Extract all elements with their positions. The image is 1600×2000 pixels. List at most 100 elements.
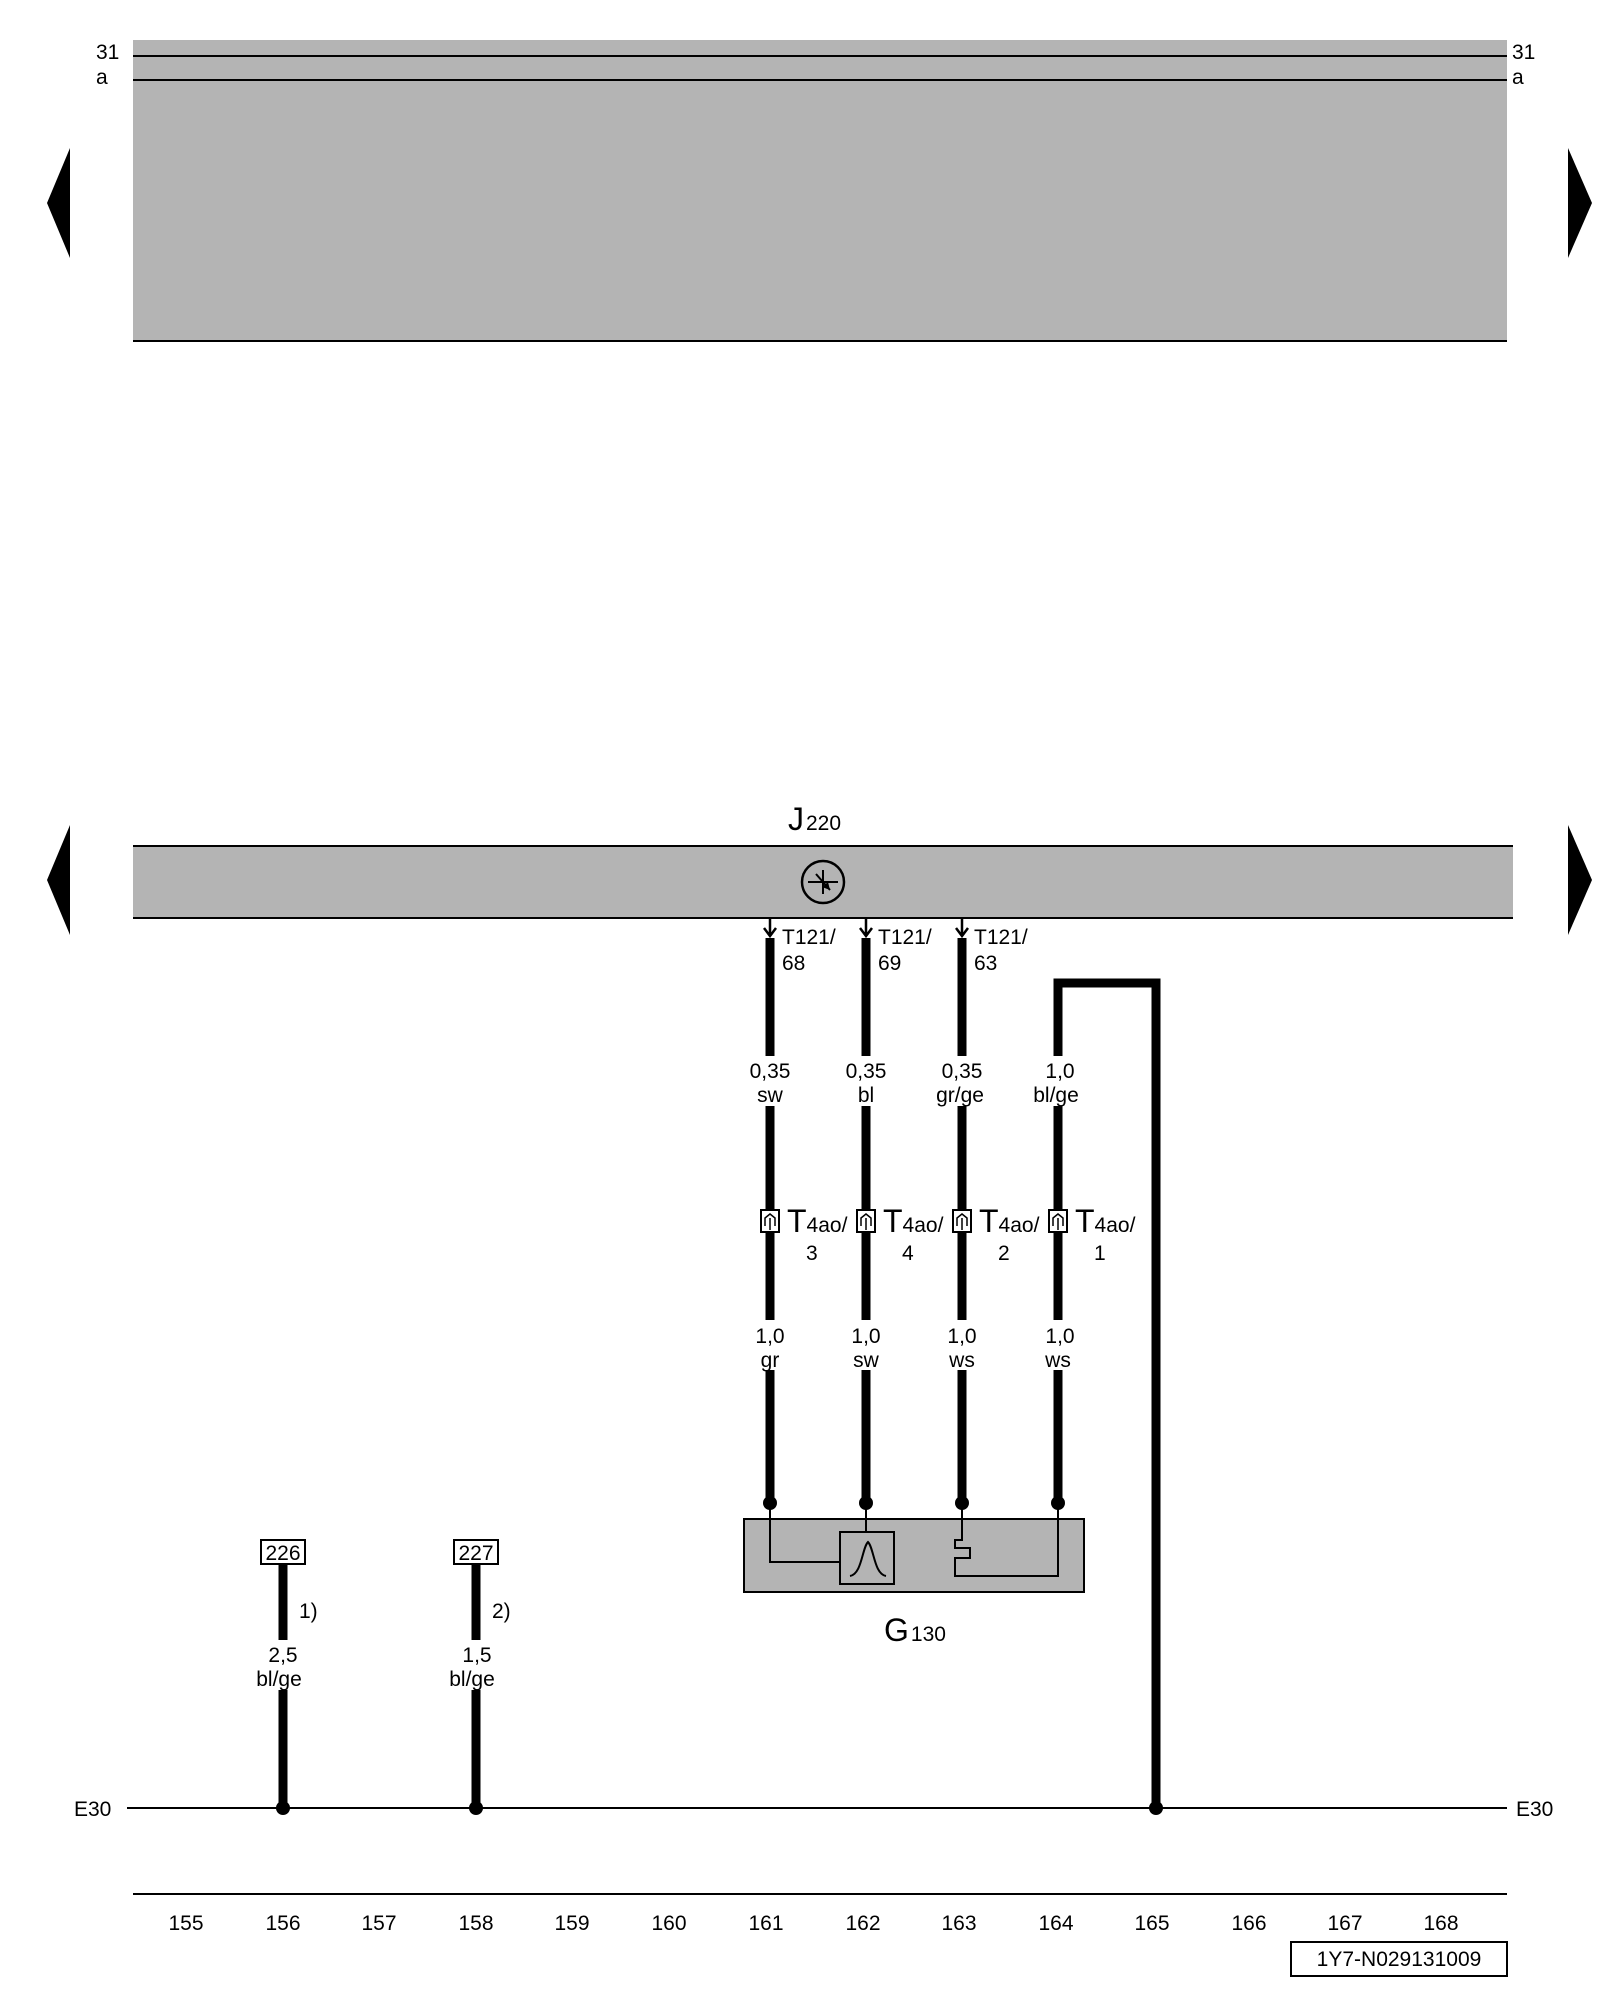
wire-color-lower: sw — [853, 1349, 880, 1372]
column-number: 166 — [1231, 1912, 1266, 1935]
column-number: 155 — [168, 1912, 203, 1935]
ref-box-227[interactable] — [453, 1539, 499, 1565]
wire-size: 1,5 — [462, 1644, 491, 1667]
connector-label: T4ao/ — [1075, 1203, 1136, 1239]
column-numbers: 155 156 157 158 159 160 161 162 163 164 … — [168, 1912, 1458, 1935]
wire-color: bl/ge — [449, 1668, 495, 1691]
wire-color-upper: bl — [858, 1084, 874, 1107]
sensor-curve-icon — [839, 1531, 895, 1585]
pin-arrow-icon — [763, 918, 777, 939]
next-page-arrow-icon-lower[interactable] — [1568, 825, 1592, 935]
g130-box — [743, 1518, 1085, 1593]
connector-pin: 3 — [806, 1242, 818, 1265]
wire-size-lower: 1,0 — [947, 1325, 976, 1348]
j220-label: J220 — [788, 801, 841, 837]
ref-wire-226: 226 1) 2,5 bl/ge — [256, 1539, 318, 1815]
prev-page-arrow-icon-lower[interactable] — [47, 825, 70, 935]
pin-number: 68 — [782, 952, 805, 975]
column-number: 156 — [265, 1912, 300, 1935]
label-bg — [449, 1640, 507, 1690]
wire-161: T121/ 68 0,35 sw T4ao/ 3 1,0 gr — [748, 918, 848, 1510]
top-band: 31 a 31 a — [96, 40, 1535, 342]
connector-pin: 2 — [998, 1242, 1010, 1265]
wire-size: 2,5 — [268, 1644, 297, 1667]
column-number: 158 — [458, 1912, 493, 1935]
wire-color-upper: gr/ge — [936, 1084, 984, 1107]
connector-label: T4ao/ — [979, 1203, 1040, 1239]
wire-163: T121/ 63 0,35 gr/ge T4ao/ 2 1,0 ws — [932, 918, 1040, 1510]
column-number: 160 — [651, 1912, 686, 1935]
e30-bus: E30 E30 — [74, 1798, 1553, 1821]
label-bg — [844, 1320, 888, 1370]
doc-id-label: 1Y7-N029131009 — [1317, 1948, 1482, 1971]
rail-a-right-label: a — [1512, 66, 1524, 89]
footnote-marker: 1) — [299, 1600, 318, 1623]
label-bg — [256, 1640, 314, 1690]
label-bg — [844, 1056, 888, 1106]
connector-icon — [1048, 1209, 1068, 1233]
wire-size-upper: 0,35 — [846, 1060, 887, 1083]
label-bg — [748, 1056, 792, 1106]
doc-id: 1Y7-N029131009 — [1290, 1941, 1508, 1977]
connector-pin: 4 — [902, 1242, 914, 1265]
e30-left-label: E30 — [74, 1798, 111, 1821]
column-number: 161 — [748, 1912, 783, 1935]
pin-label: T121/ — [782, 926, 836, 949]
column-number: 164 — [1038, 1912, 1073, 1935]
wire-164-line — [1053, 978, 1161, 1808]
wire-color-lower: ws — [948, 1349, 975, 1372]
wire-size-lower: 1,0 — [1045, 1325, 1074, 1348]
junction-dot — [1149, 1801, 1163, 1815]
wire-size-upper: 0,35 — [750, 1060, 791, 1083]
pin-number: 69 — [878, 952, 901, 975]
wire-size-upper: 1,0 — [1045, 1060, 1074, 1083]
ref-wire-227: 227 2) 1,5 bl/ge — [449, 1539, 511, 1815]
connector-icon — [760, 1209, 780, 1233]
rail-a-left-label: a — [96, 66, 108, 89]
g130-inner-wire — [769, 1503, 840, 1563]
connector-pin: 1 — [1094, 1242, 1106, 1265]
pin-arrow-icon — [859, 918, 873, 939]
wire-size-upper: 0,35 — [942, 1060, 983, 1083]
wire-164: 1,0 bl/ge T4ao/ 1 1,0 ws — [1028, 978, 1161, 1808]
ref-box-226-label: 226 — [265, 1542, 300, 1565]
footnote-marker: 2) — [492, 1600, 511, 1623]
prev-page-arrow-icon[interactable] — [47, 148, 70, 258]
connector-label: T4ao/ — [787, 1203, 848, 1239]
column-number: 167 — [1327, 1912, 1362, 1935]
label-bg — [940, 1320, 984, 1370]
column-number: 157 — [361, 1912, 396, 1935]
connector-icon — [856, 1209, 876, 1233]
connector-label: T4ao/ — [883, 1203, 944, 1239]
wire-color-lower: gr — [761, 1349, 780, 1372]
label-bg — [748, 1320, 792, 1370]
doc-id-box — [1290, 1941, 1508, 1977]
wire-size-lower: 1,0 — [851, 1325, 880, 1348]
label-bg — [932, 1056, 992, 1106]
wire-color-upper: sw — [757, 1084, 784, 1107]
g130-sensor: G130 — [743, 1503, 1085, 1648]
pin-label: T121/ — [974, 926, 1028, 949]
pin-arrow-icon — [955, 918, 969, 939]
j220-control-unit: J220 — [133, 801, 1513, 919]
next-page-arrow-icon[interactable] — [1568, 148, 1592, 258]
wire-162: T121/ 69 0,35 bl T4ao/ 4 1,0 sw — [844, 918, 944, 1510]
label-bg — [1028, 1056, 1088, 1106]
rail-31-right-label: 31 — [1512, 41, 1535, 64]
pin-number: 63 — [974, 952, 997, 975]
column-number: 163 — [941, 1912, 976, 1935]
wire-size-lower: 1,0 — [755, 1325, 784, 1348]
e30-right-label: E30 — [1516, 1798, 1553, 1821]
label-bg — [1036, 1320, 1080, 1370]
wire-color-lower: ws — [1044, 1349, 1071, 1372]
column-number: 159 — [554, 1912, 589, 1935]
ref-box-226[interactable] — [260, 1539, 306, 1565]
connector-icon — [952, 1209, 972, 1233]
top-band-fill — [133, 40, 1507, 341]
transistor-icon — [800, 859, 846, 905]
pin-label: T121/ — [878, 926, 932, 949]
column-number: 165 — [1134, 1912, 1169, 1935]
rail-31-left-label: 31 — [96, 41, 119, 64]
g130-label: G130 — [884, 1612, 946, 1648]
